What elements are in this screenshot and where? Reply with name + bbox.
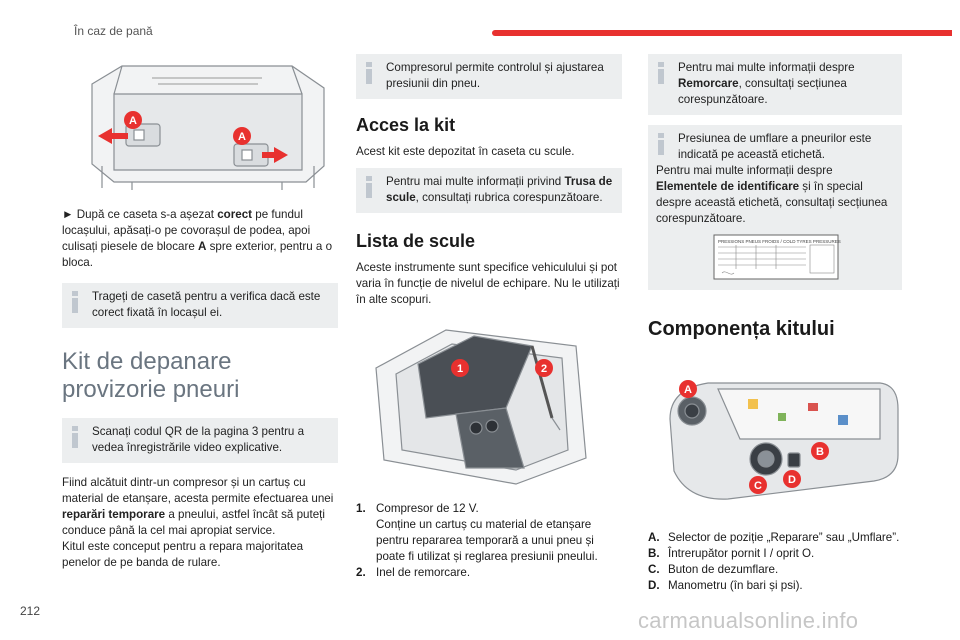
callout-C [749,476,767,494]
heading-access: Acces la kit [356,115,456,135]
list-item: 2. Inel de remorcare. [356,566,471,579]
info-note-qr: Scanați codul QR de la pagina 3 pentru a… [62,418,338,463]
tyre-pressure-label-illustration: PRESSIONS PNEUS FROIDS / COLD TYRES PRES… [713,234,841,280]
callout-A [679,380,697,398]
heading-tool-list: Lista de scule [356,231,476,251]
callout-A-1-label: A [129,115,137,127]
heading-kit-components: Componența kitului [648,318,835,340]
info-icon [366,176,372,198]
callout-A-label: A [684,384,692,396]
tool-box-illustration: 1 2 [375,329,587,485]
tool-list-paragraph: Aceste instrumente sunt specifice vehicu… [356,261,620,306]
callout-A-1 [124,111,142,129]
column-2: Compresorul permite controlul și ajustar… [356,54,622,581]
section-heading-kit: Kit de depanare provizorie pneuri [62,348,240,403]
access-paragraph: Acest kit este depozitat în caseta cu sc… [356,145,575,158]
list-item: A.Selector de poziție „Reparare” sau „Um… [648,531,900,544]
list-item: D.Manometru (în bari și psi). [648,579,803,592]
info-icon [658,62,664,84]
locking-pieces-illustration: A A [91,65,325,190]
compressor-kit-illustration: A B C D [669,380,899,500]
info-note-towing: Pentru mai multe informații despre Remor… [648,54,902,115]
column-1: A A ► După ce caseta s-a așezat corect p… [62,54,338,571]
info-note-toolbox: Pentru mai multe informații privind Trus… [356,168,622,213]
header-accent-bar [492,30,952,36]
watermark: carmanualsonline.info [638,608,859,633]
info-note: Trageți de casetă pentru a verifica dacă… [62,283,338,328]
running-header: În caz de pană [74,24,153,38]
callout-B [811,442,829,460]
info-icon [658,133,664,155]
callout-A-2-label: A [238,131,246,143]
callout-1 [451,359,469,377]
tool-list: 1. Compresor de 12 V. Conține un cartuș … [356,501,622,581]
callout-A-2 [233,127,251,145]
info-icon [72,291,78,313]
callout-D-label: D [788,474,796,486]
info-icon [366,62,372,84]
column-3: Pentru mai multe informații despre Remor… [648,54,902,594]
instruction-paragraph: ► După ce caseta s-a așezat corect pe fu… [62,208,333,269]
kit-description: Fiind alcătuit dintr-un compresor și un … [62,476,334,569]
info-note-pressure: Presiunea de umflare a pneurilor este in… [648,125,902,290]
callout-C-label: C [754,480,762,492]
info-note-compressor: Compresorul permite controlul și ajustar… [356,54,622,99]
pressure-label-header: PRESSIONS PNEUS FROIDS / COLD TYRES PRES… [718,239,841,244]
list-item: B.Întrerupător pornit I / oprit O. [648,547,815,560]
components-legend: A.Selector de poziție „Reparare” sau „Um… [648,530,902,594]
page-number: 212 [20,604,41,618]
callout-2 [535,359,553,377]
callout-B-label: B [816,446,824,458]
info-icon [72,426,78,448]
list-item: C.Buton de dezumflare. [648,563,779,576]
callout-D [783,470,801,488]
list-item: 1. Compresor de 12 V. Conține un cartuș … [356,502,598,563]
callout-1-label: 1 [457,363,463,375]
callout-2-label: 2 [541,363,547,375]
instruction-arrow: ► [62,208,74,221]
